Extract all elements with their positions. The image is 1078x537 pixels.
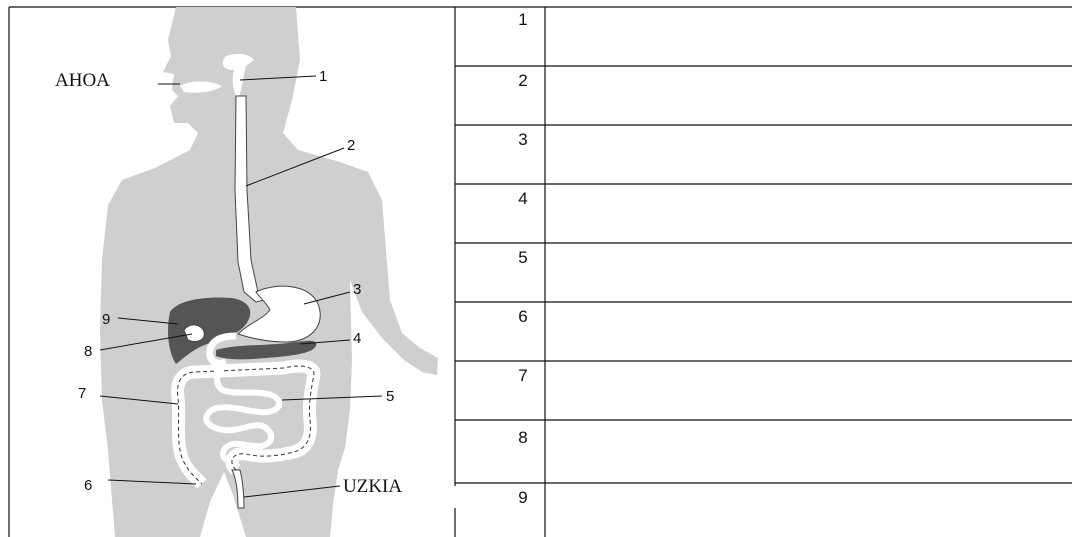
- pointer-label-2: 2: [347, 137, 355, 154]
- row-number-6: 6: [508, 307, 538, 327]
- row-number-2: 2: [508, 71, 538, 91]
- pointer-label-6: 6: [84, 477, 92, 494]
- row-number-5: 5: [508, 248, 538, 268]
- answer-field-5[interactable]: [548, 248, 1073, 294]
- pointer-label-9: 9: [102, 311, 110, 328]
- row-number-4: 4: [508, 189, 538, 209]
- pointer-label-3: 3: [353, 281, 361, 298]
- answer-field-3[interactable]: [548, 130, 1073, 176]
- pointer-label-8: 8: [84, 343, 92, 360]
- row-number-3: 3: [508, 130, 538, 150]
- answer-field-2[interactable]: [548, 71, 1073, 117]
- row-number-7: 7: [508, 366, 538, 386]
- pointer-label-1: 1: [319, 68, 327, 85]
- row-number-8: 8: [508, 428, 538, 448]
- mouth-label: AHOA: [55, 70, 110, 91]
- answer-field-9[interactable]: [548, 488, 1073, 534]
- anus-label: UZKIA: [343, 476, 402, 497]
- row-number-9: 9: [508, 488, 538, 508]
- answer-field-1[interactable]: [548, 12, 1073, 58]
- answer-field-8[interactable]: [548, 426, 1073, 472]
- pointer-label-5: 5: [386, 388, 394, 405]
- pointer-label-7: 7: [78, 385, 86, 402]
- answer-field-6[interactable]: [548, 307, 1073, 353]
- pointer-label-4: 4: [353, 330, 361, 347]
- answer-field-7[interactable]: [548, 366, 1073, 412]
- row-number-1: 1: [508, 10, 538, 30]
- answer-field-4[interactable]: [548, 189, 1073, 235]
